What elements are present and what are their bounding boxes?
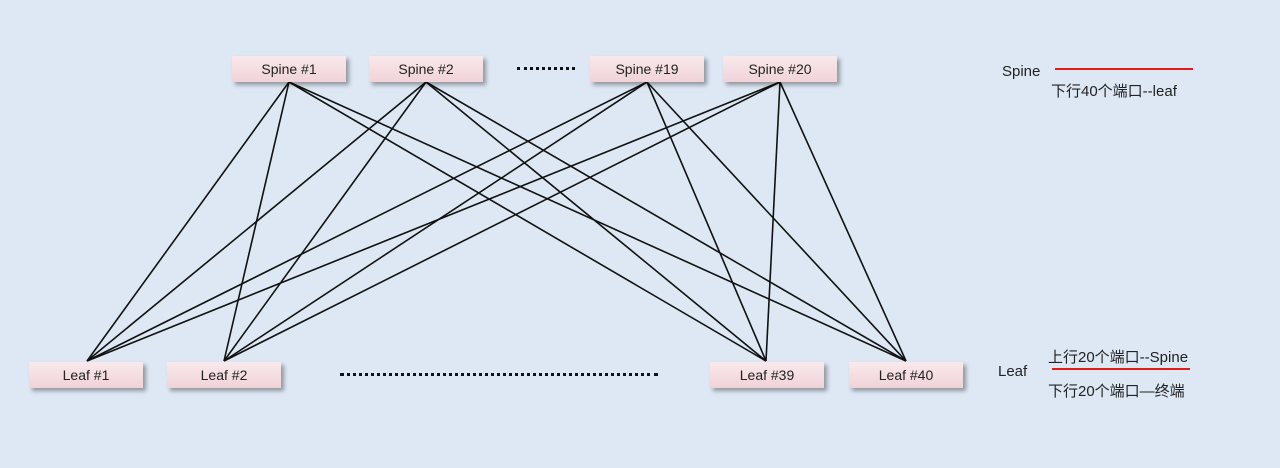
spine-ellipsis (517, 67, 575, 70)
spine-node-19[interactable]: Spine #19 (590, 56, 704, 82)
link-spine1-leaf39 (288, 81, 767, 362)
legend-leaf-underline (1052, 368, 1190, 370)
legend-spine-label: Spine (1002, 63, 1041, 80)
link-spine2-leaf39 (425, 81, 767, 362)
link-spine20-leaf2 (223, 81, 781, 362)
spine-node-2[interactable]: Spine #2 (369, 56, 483, 82)
link-spine2-leaf2 (223, 81, 427, 362)
leaf-node-39[interactable]: Leaf #39 (710, 362, 824, 388)
leaf-node-2[interactable]: Leaf #2 (167, 362, 281, 388)
link-spine2-leaf1 (86, 81, 427, 362)
link-spine2-leaf40 (425, 81, 907, 362)
link-spine19-leaf1 (86, 81, 648, 362)
leaf-ellipsis (340, 373, 658, 376)
link-spine1-leaf40 (288, 81, 907, 362)
leaf-node-1[interactable]: Leaf #1 (29, 362, 143, 388)
link-spine20-leaf1 (86, 81, 781, 362)
link-spine20-leaf39 (765, 81, 781, 362)
legend-spine-underline (1055, 68, 1193, 70)
link-spine20-leaf40 (779, 81, 907, 362)
link-spine19-leaf39 (646, 81, 767, 362)
link-spine19-leaf40 (646, 81, 907, 362)
legend-leaf-uplink: 上行20个端口--Spine (1048, 349, 1189, 366)
link-spine1-leaf1 (86, 81, 290, 362)
spine-node-1[interactable]: Spine #1 (232, 56, 346, 82)
legend-leaf-downlink: 下行20个端口—终端 (1048, 383, 1185, 400)
spine-node-20[interactable]: Spine #20 (723, 56, 837, 82)
leaf-node-40[interactable]: Leaf #40 (849, 362, 963, 388)
legend-spine-downlink: 下行40个端口--leaf (1051, 83, 1177, 100)
legend-leaf-label: Leaf (998, 363, 1028, 380)
